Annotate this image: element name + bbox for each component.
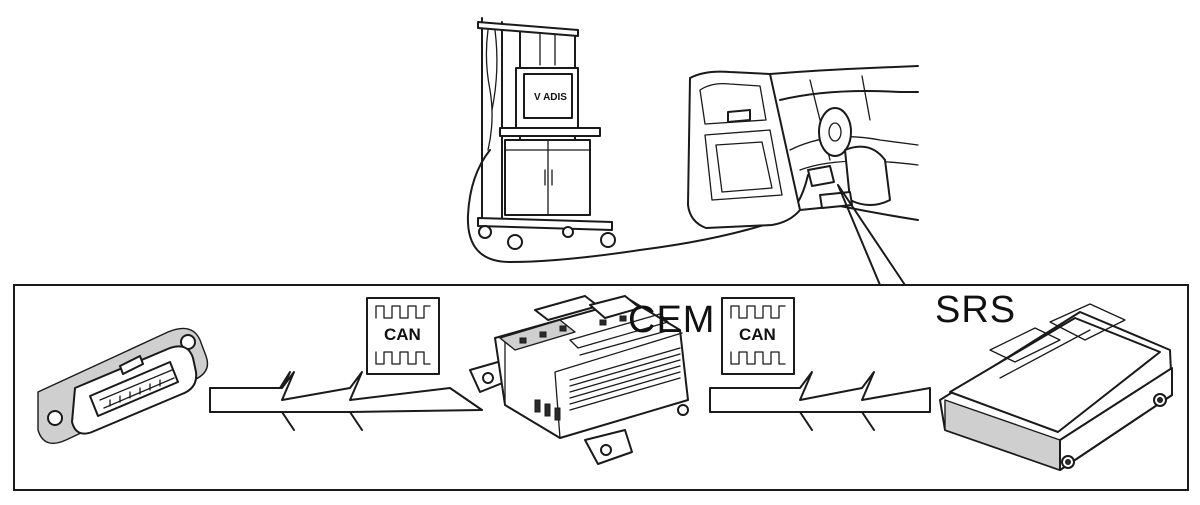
srs-module-icon xyxy=(939,303,1173,471)
screen-label: V ADIS xyxy=(534,92,567,103)
diagram-frame-box xyxy=(13,284,1189,491)
car-interior-icon xyxy=(687,65,919,229)
can-bus-link-left xyxy=(209,371,483,431)
diagnostic-cart-icon: V ADIS xyxy=(477,17,616,250)
callout-lines xyxy=(837,184,906,286)
obd-connector-icon xyxy=(37,327,209,444)
srs-label: SRS xyxy=(935,289,1016,331)
can-label-right: CAN xyxy=(739,325,776,344)
can-label-left: CAN xyxy=(384,325,421,344)
can-bus-icon: CAN xyxy=(366,297,440,375)
cem-label: CEM xyxy=(628,299,715,341)
cem-module-icon xyxy=(469,295,689,465)
can-bus-icon: CAN xyxy=(721,297,795,375)
can-bus-link-right xyxy=(709,371,931,431)
